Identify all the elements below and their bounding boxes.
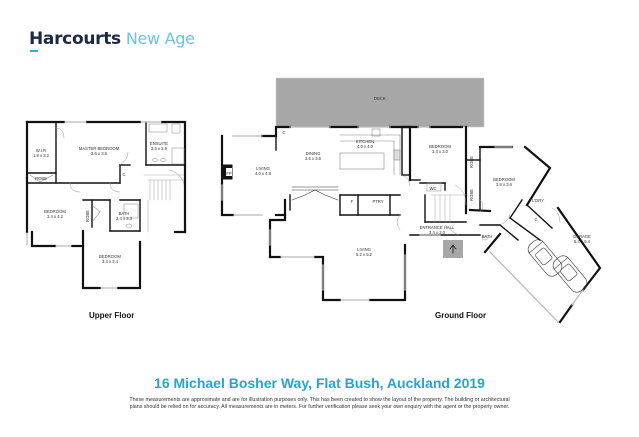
svg-text:3.6 x 3.6: 3.6 x 3.6 — [91, 151, 108, 156]
svg-text:BATH: BATH — [482, 234, 493, 239]
svg-text:4.0 x 4.8: 4.0 x 4.8 — [255, 171, 272, 176]
ground-floor-room-labels: DECK LIVING 4.0 x 4.8 FP C DINING 3.5 x … — [226, 96, 591, 257]
logo-brand: Harcourts — [29, 29, 121, 52]
svg-text:W.I.R: W.I.R — [36, 148, 46, 153]
svg-text:1.8 x 3.2: 1.8 x 3.2 — [33, 153, 50, 158]
svg-text:3.6 x 3.6: 3.6 x 3.6 — [496, 182, 513, 187]
svg-text:F: F — [351, 199, 354, 204]
property-address: 16 Michael Bosher Way, Flat Bush, Auckla… — [154, 375, 485, 391]
svg-text:MASTER BEDROOM: MASTER BEDROOM — [79, 146, 120, 151]
svg-text:KITCHEN: KITCHEN — [356, 139, 374, 144]
harcourts-logo: Harcourts New Age — [29, 29, 195, 52]
svg-text:3.4 x 3.0: 3.4 x 3.0 — [432, 149, 449, 154]
svg-text:BEDROOM: BEDROOM — [429, 144, 451, 149]
svg-text:DINING: DINING — [306, 151, 321, 156]
svg-text:PTRY: PTRY — [372, 199, 383, 204]
svg-text:C: C — [282, 130, 285, 135]
logo-office: New Age — [125, 29, 195, 48]
svg-text:LIVING: LIVING — [256, 166, 270, 171]
svg-text:3.4 x 3.4: 3.4 x 3.4 — [102, 259, 119, 264]
deck-area — [275, 77, 485, 128]
svg-text:3.5 x 3.6: 3.5 x 3.6 — [305, 156, 322, 161]
svg-text:GARAGE: GARAGE — [573, 234, 591, 239]
svg-text:ROBE: ROBE — [35, 176, 47, 181]
ground-floor-plan — [220, 77, 602, 324]
svg-text:2.4 x 2.3: 2.4 x 2.3 — [116, 216, 133, 221]
disclaimer: These measurements are approximate and a… — [0, 397, 639, 411]
svg-text:3.4 x 4.2: 3.4 x 4.2 — [47, 214, 64, 219]
svg-text:FP: FP — [226, 171, 232, 176]
svg-text:L'DRY: L'DRY — [532, 198, 544, 203]
svg-text:ROBE: ROBE — [469, 156, 474, 168]
svg-text:ENTRANCE HALL: ENTRANCE HALL — [420, 225, 455, 230]
upper-floor-room-labels: W.I.R 1.8 x 3.2 MASTER BEDROOM 3.6 x 3.6… — [33, 141, 168, 264]
svg-text:5.4 x 5.4: 5.4 x 5.4 — [574, 239, 591, 244]
disclaimer-line-1: These measurements are approximate and a… — [129, 397, 510, 403]
svg-text:BEDROOM: BEDROOM — [493, 177, 515, 182]
ground-floor-label: Ground Floor — [435, 311, 487, 320]
svg-text:ROBE: ROBE — [469, 189, 474, 201]
svg-text:DECK: DECK — [374, 96, 386, 101]
svg-text:LIVING: LIVING — [357, 247, 371, 252]
svg-text:C: C — [122, 172, 125, 177]
svg-text:3.4 x 2.0: 3.4 x 2.0 — [429, 230, 446, 235]
svg-text:C: C — [534, 217, 537, 222]
svg-text:WC: WC — [430, 186, 437, 191]
svg-text:3.5 x 2.9: 3.5 x 2.9 — [151, 146, 168, 151]
svg-text:BEDROOM: BEDROOM — [99, 254, 121, 259]
svg-text:ROBE: ROBE — [85, 210, 90, 222]
disclaimer-line-2: plans should be relied on for accuracy. … — [129, 404, 510, 410]
svg-text:4.0 x 4.0: 4.0 x 4.0 — [357, 144, 374, 149]
upper-floor-label: Upper Floor — [89, 311, 135, 320]
svg-text:BATH: BATH — [119, 211, 130, 216]
svg-text:BEDROOM: BEDROOM — [44, 209, 66, 214]
svg-text:ENSUITE: ENSUITE — [150, 141, 168, 146]
svg-text:5.2 x 5.2: 5.2 x 5.2 — [356, 252, 373, 257]
upper-floor-plan — [25, 120, 187, 290]
